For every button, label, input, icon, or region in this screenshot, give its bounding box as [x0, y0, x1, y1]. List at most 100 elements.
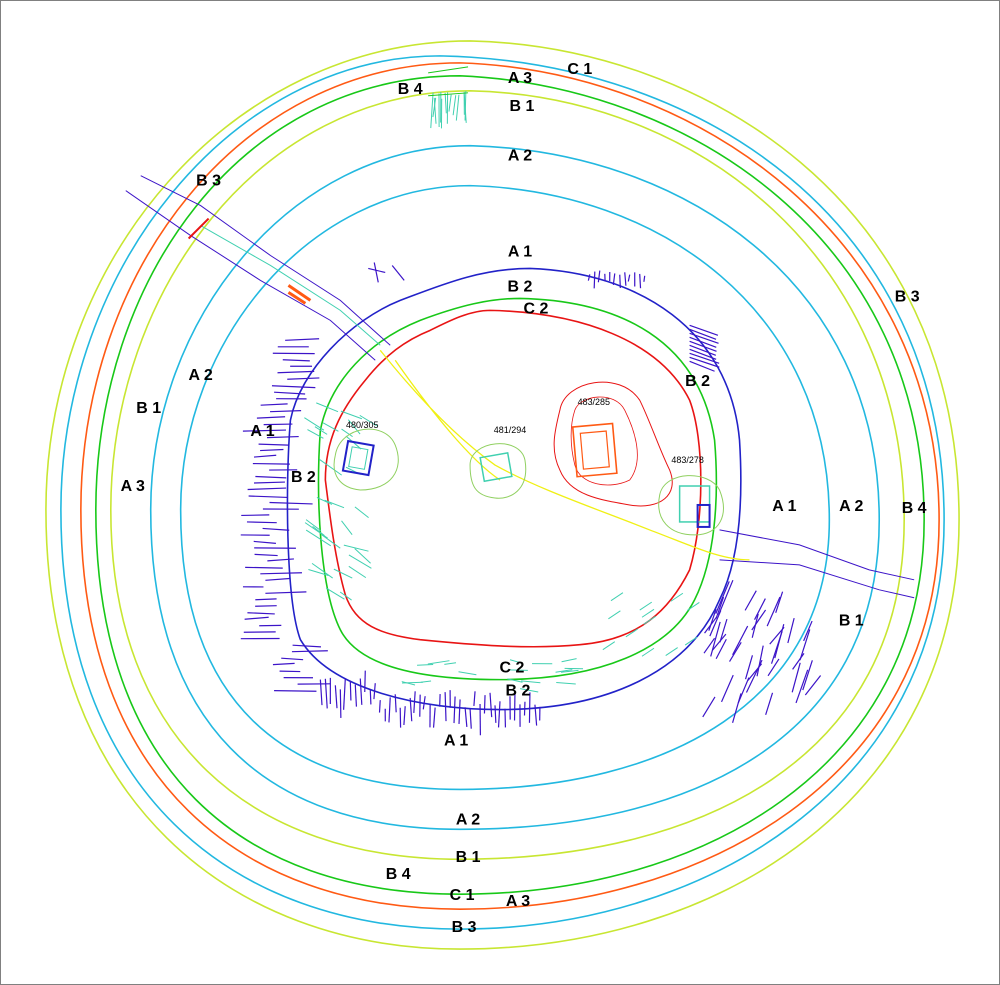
- teal-stroke: [321, 534, 341, 549]
- hatch-line: [483, 695, 486, 714]
- teal-stroke: [308, 569, 329, 576]
- ring-c1: [80, 62, 940, 910]
- feature-481-contour: [469, 443, 527, 499]
- ring-a3-outer: [45, 40, 960, 950]
- label-b4-bot: B 4: [386, 866, 411, 883]
- teal-stroke: [684, 636, 698, 646]
- hatch-line: [732, 625, 749, 656]
- teal-stroke: [347, 419, 361, 435]
- hatch-line: [254, 553, 278, 557]
- hatch-line: [277, 370, 315, 374]
- teal-stroke: [448, 94, 452, 112]
- ring-b1: [109, 90, 905, 861]
- hatch-line: [464, 707, 468, 727]
- teal-stroke: [639, 601, 653, 611]
- hatch-line: [432, 707, 436, 728]
- feature-480-contour: [333, 428, 399, 491]
- label-c1-bot: C 1: [450, 887, 475, 904]
- label-a1-bot: A 1: [444, 732, 468, 749]
- hatch-line: [715, 596, 725, 619]
- teal-stroke: [305, 519, 322, 532]
- label-b2-w: B 2: [291, 469, 316, 486]
- hatch-line: [791, 662, 801, 693]
- hatch-line: [709, 610, 722, 637]
- teal-stroke: [341, 428, 353, 438]
- hatch-line: [413, 691, 416, 713]
- hatch-line: [792, 653, 805, 670]
- hatch-line: [339, 689, 342, 718]
- teal-stroke: [359, 414, 378, 427]
- teal-stroke: [556, 682, 576, 685]
- hatch-line: [643, 275, 646, 282]
- ring-labels: C 1 A 3 B 4 B 1 A 2 B 3 A 1 B 2 C 2 A 2 …: [121, 61, 927, 936]
- label-c2-top: C 2: [524, 300, 549, 317]
- label-a2-bot: A 2: [456, 811, 480, 828]
- hatch-line: [619, 274, 621, 289]
- hatch-line: [802, 660, 813, 691]
- teal-stroke: [354, 548, 371, 564]
- nw-orange-mark: [287, 284, 312, 305]
- teal-stroke: [520, 688, 539, 693]
- hatch-line: [422, 696, 426, 710]
- hatch-line: [689, 352, 720, 364]
- hatch-line: [804, 675, 822, 696]
- hatch-line: [770, 631, 783, 664]
- hatch-line: [751, 609, 767, 631]
- ring-b4: [95, 75, 925, 895]
- teal-stroke: [458, 671, 477, 676]
- hatch-line: [803, 620, 813, 642]
- hatch-line: [248, 495, 288, 499]
- hatch-line: [453, 696, 456, 724]
- teal-stroke: [608, 610, 621, 620]
- teal-stroke: [509, 659, 523, 664]
- teal-stroke: [401, 681, 424, 684]
- teal-stroke: [455, 94, 460, 121]
- b4-segment: [428, 92, 469, 97]
- hatch-line: [627, 274, 631, 282]
- label-a2-e: A 2: [839, 498, 863, 515]
- teal-stroke: [444, 92, 447, 114]
- feature-480-pit-inner: [348, 446, 369, 470]
- hatch-line: [689, 332, 719, 344]
- teal-stroke: [333, 568, 353, 579]
- teal-stroke: [401, 681, 416, 686]
- feature-483-285-contour2: [570, 396, 638, 486]
- hatch-line: [354, 684, 358, 707]
- label-b1-e: B 1: [839, 613, 864, 630]
- hatch-line: [711, 633, 727, 651]
- hatch-line: [469, 708, 472, 729]
- hatch-marks: [240, 262, 822, 736]
- teal-stroke: [339, 591, 352, 601]
- hatch-line: [409, 697, 413, 722]
- feature-483-285-pit-inner: [579, 430, 610, 470]
- causeway-se: [719, 529, 915, 599]
- hatch-line: [260, 403, 288, 406]
- hatch-line: [612, 273, 616, 286]
- label-c2-bot: C 2: [500, 660, 525, 677]
- feature-480: 480/305: [333, 420, 399, 491]
- teal-stroke: [316, 402, 339, 413]
- label-a2-w: A 2: [188, 367, 212, 384]
- hatch-line: [719, 618, 728, 643]
- teal-stroke: [452, 95, 457, 116]
- feature-483-285-pit: [571, 422, 618, 478]
- label-b4-e: B 4: [902, 500, 927, 517]
- hatch-line: [394, 694, 397, 713]
- hatch-line: [489, 692, 493, 718]
- feature-483-278: 483/278: [658, 455, 724, 536]
- label-a3-top: A 3: [508, 70, 532, 87]
- teal-stroke: [340, 410, 363, 420]
- hatch-line: [744, 655, 754, 680]
- hatch-line: [458, 699, 461, 724]
- hatch-line: [497, 701, 501, 728]
- hatch-line: [267, 558, 294, 562]
- teal-stroke: [521, 680, 541, 684]
- hatch-line: [242, 429, 286, 432]
- hatch-line: [272, 662, 295, 666]
- teal-stroke: [325, 587, 345, 600]
- label-a2-top: A 2: [508, 148, 532, 165]
- teal-details: [304, 66, 700, 693]
- teal-stroke: [305, 529, 332, 547]
- teal-stroke: [561, 658, 577, 663]
- hatch-line: [708, 609, 717, 631]
